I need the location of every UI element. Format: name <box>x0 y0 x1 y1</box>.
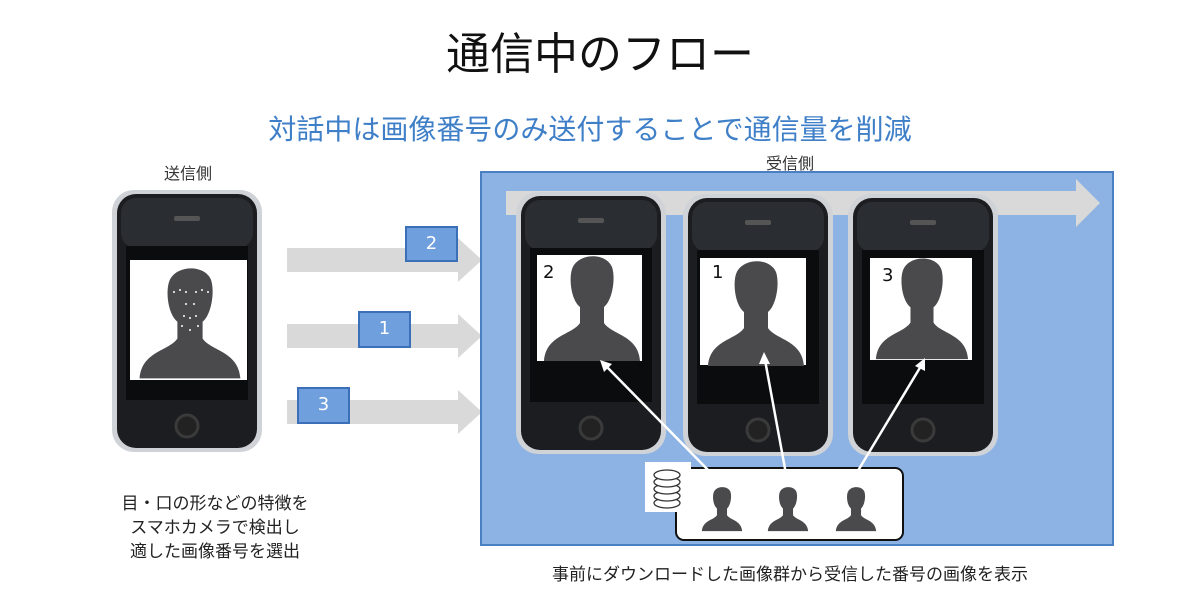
database-icon <box>645 462 691 512</box>
description-line: 目・口の形などの特徴を <box>121 494 309 514</box>
screen-number: 3 <box>882 265 894 286</box>
receiver-label: 受信側 <box>765 154 814 173</box>
transmission-number-3: 3 <box>297 387 350 424</box>
sender-label: 送信側 <box>163 164 212 183</box>
description-line: 適した画像番号を選出 <box>130 542 300 562</box>
description-line: スマホカメラで検出し <box>130 518 300 538</box>
transmission-number-2: 2 <box>405 226 458 262</box>
screen-number: 2 <box>543 262 555 283</box>
receiver-caption: 事前にダウンロードした画像群から受信した番号の画像を表示 <box>552 565 1028 585</box>
transmission-number-1: 1 <box>358 311 411 348</box>
face-landmark-dots <box>173 289 209 331</box>
mapping-arrows <box>600 352 925 475</box>
page-title: 通信中のフロー <box>446 29 754 80</box>
sender-description: 目・口の形などの特徴を スマホカメラで検出し 適した画像番号を選出 <box>60 492 370 564</box>
screen-number: 1 <box>712 262 724 283</box>
subtitle: 対話中は画像番号のみ送付することで通信量を削減 <box>268 113 912 146</box>
